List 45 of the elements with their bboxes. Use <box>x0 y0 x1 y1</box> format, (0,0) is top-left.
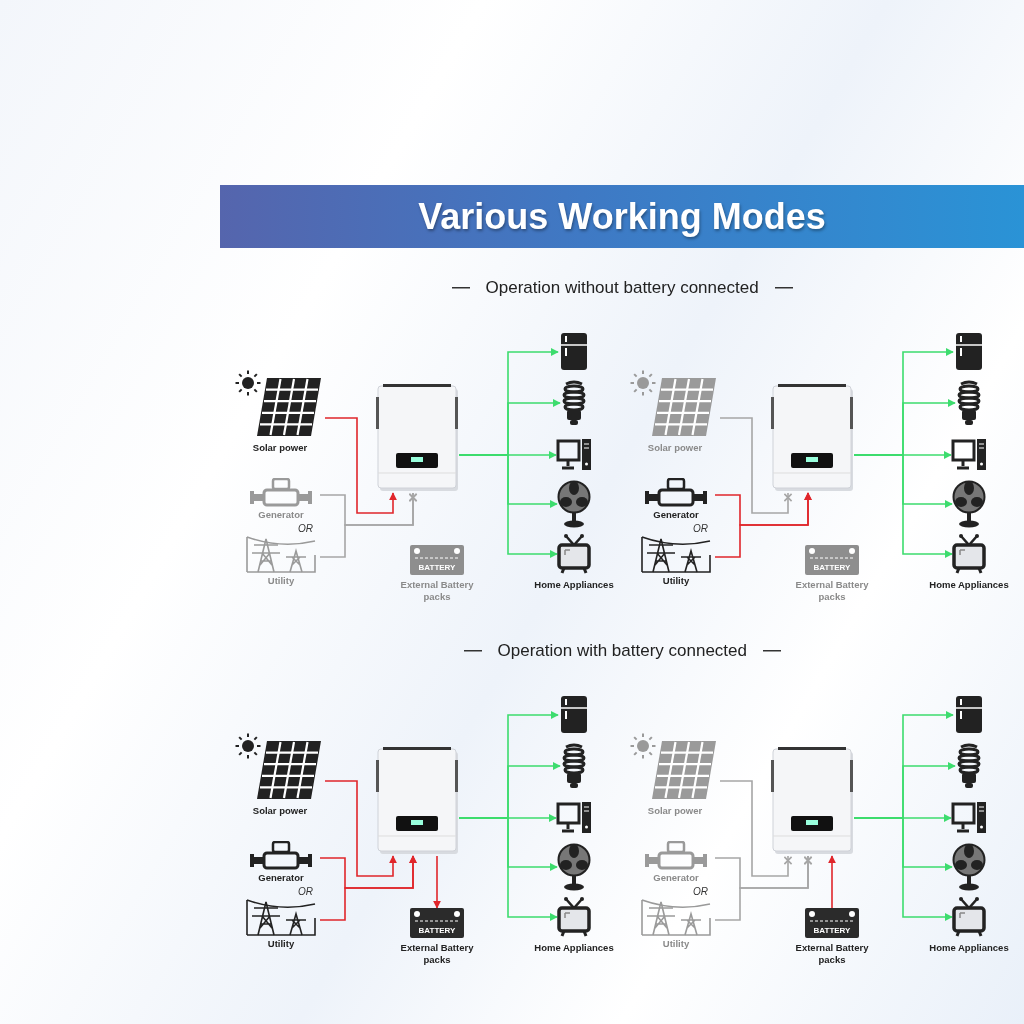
source-label: Solar power <box>251 442 309 453</box>
connector-arrow <box>458 817 558 921</box>
battery-box <box>410 908 464 938</box>
node-label: Home Appliances <box>928 942 1010 954</box>
connector-arrow <box>853 454 953 558</box>
source-label: Utility <box>266 575 296 586</box>
battery-label: BATTERY <box>418 563 456 572</box>
node-label: External Battery packs <box>794 942 870 966</box>
or-label: OR <box>693 886 708 897</box>
node-label: External Battery packs <box>794 579 870 603</box>
node-label: Home Appliances <box>533 942 615 954</box>
title: Various Working Modes <box>418 195 826 238</box>
battery-box <box>410 545 464 575</box>
source-label: Generator <box>652 872 700 883</box>
or-label: OR <box>298 523 313 534</box>
source-label: Generator <box>257 509 305 520</box>
source-label: Solar power <box>646 805 704 816</box>
battery-label: BATTERY <box>813 563 851 572</box>
connector-arrow <box>319 855 417 921</box>
source-label: Solar power <box>646 442 704 453</box>
battery-box <box>805 908 859 938</box>
node-label: Home Appliances <box>533 579 615 591</box>
connector-arrow <box>324 417 397 514</box>
section-heading: Operation without battery connected <box>451 278 793 298</box>
node-label: Home Appliances <box>928 579 1010 591</box>
battery-label: BATTERY <box>813 926 851 935</box>
source-label: Generator <box>257 872 305 883</box>
source-label: Generator <box>652 509 700 520</box>
battery-label: BATTERY <box>418 926 456 935</box>
node-label: External Battery packs <box>399 942 475 966</box>
source-label: Solar power <box>251 805 309 816</box>
node-label: External Battery packs <box>399 579 475 603</box>
connector-arrow <box>714 492 812 558</box>
or-label: OR <box>298 886 313 897</box>
connector-arrow <box>324 780 397 877</box>
connector-arrow <box>433 855 441 909</box>
battery-box <box>805 545 859 575</box>
source-label: Utility <box>661 938 691 949</box>
or-label: OR <box>693 523 708 534</box>
connector-arrow <box>458 454 558 558</box>
source-label: Utility <box>266 938 296 949</box>
connector-arrow <box>853 817 953 921</box>
connector-arrow <box>828 855 836 909</box>
source-label: Utility <box>661 575 691 586</box>
section-heading: Operation with battery connected <box>463 641 781 661</box>
